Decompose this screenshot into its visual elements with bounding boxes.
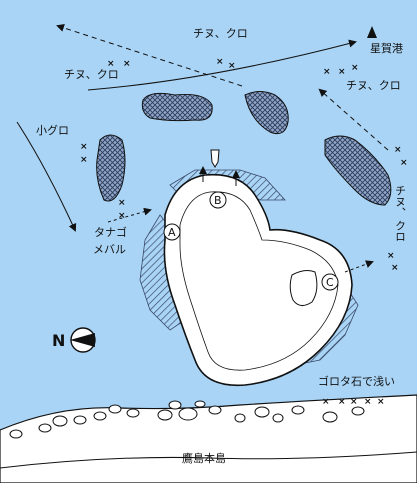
svg-text:×: × — [350, 397, 358, 407]
label-gorota: ゴロタ石で浅い — [318, 374, 395, 388]
label-chinu-vertical: チヌ、 — [394, 185, 407, 218]
small-island-contour — [179, 191, 339, 371]
svg-text:×: × — [228, 61, 236, 71]
label-chinu-kuro-right: チヌ、クロ — [346, 79, 401, 92]
svg-text:×: × — [338, 397, 346, 407]
label-chinu-kuro-top: チヌ、クロ — [193, 27, 248, 40]
svg-text:×: × — [394, 145, 402, 155]
svg-text:B: B — [214, 194, 222, 207]
svg-text:N: N — [52, 331, 65, 350]
label-chinu-kuro-left: チヌ、クロ — [64, 68, 119, 81]
current-arrows — [16, 24, 389, 273]
svg-text:C: C — [326, 276, 334, 289]
svg-text:×: × — [216, 57, 224, 67]
point-a: A — [163, 223, 181, 241]
svg-text:×: × — [107, 59, 115, 69]
svg-text:×: × — [338, 67, 346, 77]
svg-text:×: × — [323, 67, 331, 77]
pond — [289, 270, 318, 306]
svg-text:×: × — [351, 63, 359, 73]
svg-text:×: × — [377, 397, 385, 407]
svg-text:A: A — [168, 226, 176, 239]
label-tanago: タナゴ — [94, 225, 127, 239]
svg-text:×: × — [391, 263, 399, 273]
boat-icon — [210, 149, 220, 168]
point-b: B — [209, 191, 227, 209]
label-mebaru: メバル — [93, 243, 126, 256]
label-koguro: 小グロ — [36, 123, 69, 137]
label-seiga-port: 星賀港 — [370, 42, 403, 55]
svg-text:×: × — [364, 397, 372, 407]
svg-text:×: × — [80, 155, 88, 165]
north-arrow-icon: N — [52, 327, 96, 353]
fishing-spot-x-icon: × × × × × × × × × × × × × × × × × × × × — [80, 57, 408, 407]
svg-text:×: × — [387, 251, 395, 261]
label-kuro-vertical: クロ — [394, 220, 407, 242]
svg-text:×: × — [118, 198, 126, 208]
harbor-marker-icon — [367, 26, 377, 38]
small-island — [163, 173, 353, 387]
road-line — [0, 451, 417, 469]
point-c: C — [321, 273, 339, 291]
reefs — [96, 91, 392, 206]
svg-text:×: × — [322, 397, 330, 407]
shore-rocks — [9, 400, 365, 439]
svg-text:×: × — [400, 158, 408, 168]
svg-text:×: × — [118, 211, 126, 221]
svg-text:×: × — [123, 59, 131, 69]
label-takashima: 鷹島本島 — [182, 451, 226, 465]
svg-text:×: × — [80, 142, 88, 152]
